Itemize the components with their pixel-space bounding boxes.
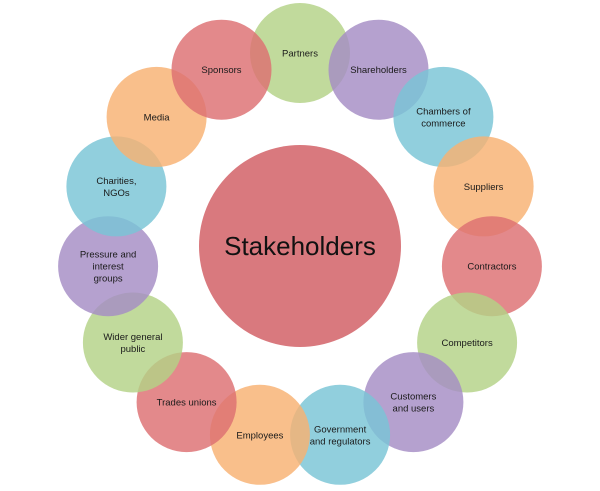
center-label: Stakeholders — [224, 231, 376, 261]
stakeholder-circle — [58, 216, 159, 317]
center-circle — [199, 145, 401, 347]
stakeholder-label: groups — [94, 274, 123, 285]
stakeholder-label: Employees — [236, 430, 283, 441]
stakeholder-label: Contractors — [467, 262, 516, 273]
stakeholder-circle — [171, 19, 272, 120]
stakeholder-label: and users — [393, 404, 435, 415]
stakeholder-node-suppliers: Suppliers — [433, 136, 534, 237]
stakeholder-label: NGOs — [103, 188, 130, 199]
stakeholder-label: Chambers of — [416, 106, 471, 117]
stakeholder-label: Partners — [282, 49, 318, 60]
stakeholder-circle — [441, 216, 542, 317]
stakeholder-label: Trades unions — [157, 398, 217, 409]
stakeholder-label: Charities, — [96, 176, 136, 187]
stakeholder-label: public — [120, 344, 145, 355]
stakeholder-label: commerce — [421, 118, 465, 129]
stakeholder-label: Customers — [390, 392, 436, 403]
stakeholder-label: Media — [144, 112, 171, 123]
stakeholder-circle — [82, 292, 183, 393]
stakeholder-label: Suppliers — [464, 182, 504, 193]
stakeholder-circle — [250, 3, 350, 103]
center-node: Stakeholders — [199, 145, 401, 347]
stakeholder-label: Wider general — [103, 332, 162, 343]
stakeholder-label: Sponsors — [201, 65, 241, 76]
stakeholder-label: Competitors — [441, 338, 492, 349]
stakeholder-label: Shareholders — [350, 65, 407, 76]
stakeholder-label: interest — [93, 262, 125, 273]
stakeholder-label: Pressure and — [80, 250, 137, 261]
stakeholder-label: and regulators — [310, 436, 371, 447]
stakeholder-circle — [290, 384, 391, 485]
stakeholder-label: Government — [314, 424, 367, 435]
stakeholder-circle — [433, 136, 534, 237]
stakeholder-node-sponsors: Sponsors — [171, 19, 272, 120]
stakeholder-node-partners: Partners — [250, 3, 350, 103]
stakeholder-node-contractors: Contractors — [441, 216, 542, 317]
